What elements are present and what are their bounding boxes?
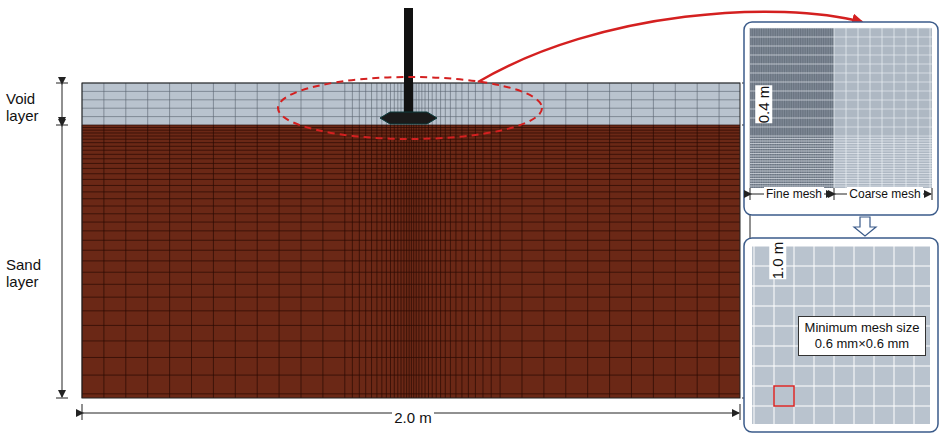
text-label: Coarse mesh <box>847 187 922 201</box>
pile-footing <box>380 112 437 124</box>
mesh-grid <box>82 83 740 398</box>
text-label: Void layer <box>6 90 54 124</box>
note-text: Minimum mesh size 0.6 mm×0.6 mm <box>804 320 920 352</box>
text-label: Fine mesh <box>764 187 824 201</box>
text-label: 0.4 m <box>755 85 772 123</box>
down-arrow <box>854 217 876 236</box>
note-box: Minimum mesh size 0.6 mm×0.6 mm <box>798 316 926 356</box>
dimension-lines <box>56 83 756 420</box>
zoom-ellipse <box>278 77 542 139</box>
sand-layer <box>82 125 740 398</box>
text-label: 2.0 m <box>392 409 434 426</box>
inset-mesh <box>750 28 932 188</box>
pile-shaft <box>404 8 413 114</box>
text-label: Sand layer <box>6 256 54 290</box>
element-highlight <box>774 386 794 406</box>
inset-dimensions <box>750 188 932 200</box>
text-label: 1.0 m <box>769 241 786 279</box>
